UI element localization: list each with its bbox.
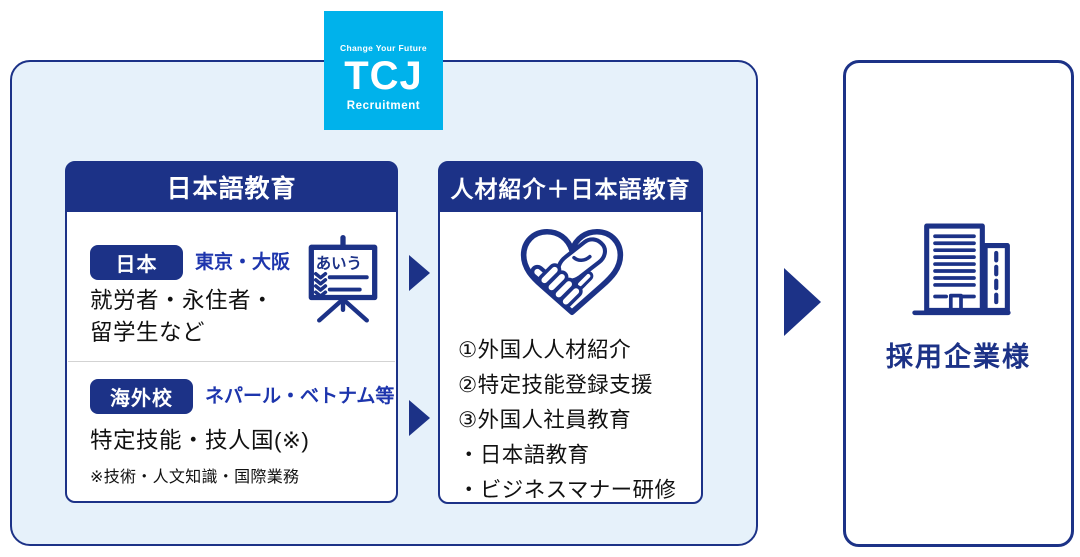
logo-subtitle: Recruitment bbox=[346, 100, 421, 112]
hiring-company-box: 採用企業様 bbox=[843, 60, 1074, 547]
list-item: ②特定技能登録支援 bbox=[458, 373, 653, 397]
list-item: ・日本語教育 bbox=[458, 443, 590, 467]
arrow-right-icon bbox=[409, 255, 430, 291]
logo-name: TCJ bbox=[344, 54, 423, 98]
arrow-right-icon bbox=[784, 268, 821, 336]
japan-badge: 日本 bbox=[90, 245, 183, 280]
section-divider bbox=[68, 361, 395, 362]
list-item: ①外国人人材紹介 bbox=[458, 338, 631, 362]
company-label: 採用企業様 bbox=[886, 342, 1031, 372]
overseas-badge: 海外校 bbox=[90, 379, 193, 414]
service-list: ①外国人人材紹介 ②特定技能登録支援 ③外国人社員教育 ・日本語教育 ・ビジネス… bbox=[458, 333, 676, 508]
tcj-logo: Change Your Future TCJ Recruitment bbox=[324, 11, 443, 130]
card-title: 人材紹介＋日本語教育 bbox=[439, 162, 702, 212]
building-icon bbox=[912, 223, 1011, 316]
japanese-education-card: 日本語教育 日本 東京・大阪 あいう 就労者・永住者・ 留学生など bbox=[65, 161, 398, 503]
overseas-locations: ネパール・ベトナム等 bbox=[205, 386, 395, 407]
overseas-note: ※技術・人文知識・国際業務 bbox=[90, 469, 300, 486]
list-item: ・ビジネスマナー研修 bbox=[458, 478, 677, 502]
list-item: ③外国人社員教育 bbox=[458, 408, 631, 432]
arrow-right-icon bbox=[409, 400, 430, 436]
logo-tagline: Change Your Future bbox=[339, 43, 428, 53]
overseas-description: 特定技能・技人国(※) bbox=[90, 428, 310, 453]
presentation-board-icon: あいう bbox=[308, 235, 378, 323]
japan-description: 就労者・永住者・ 留学生など bbox=[90, 288, 275, 345]
referral-education-card: 人材紹介＋日本語教育 bbox=[438, 161, 703, 504]
card-title: 日本語教育 bbox=[66, 162, 397, 212]
handshake-heart-icon bbox=[520, 228, 624, 315]
japan-locations: 東京・大阪 bbox=[195, 252, 291, 273]
board-text: あいう bbox=[316, 254, 362, 272]
